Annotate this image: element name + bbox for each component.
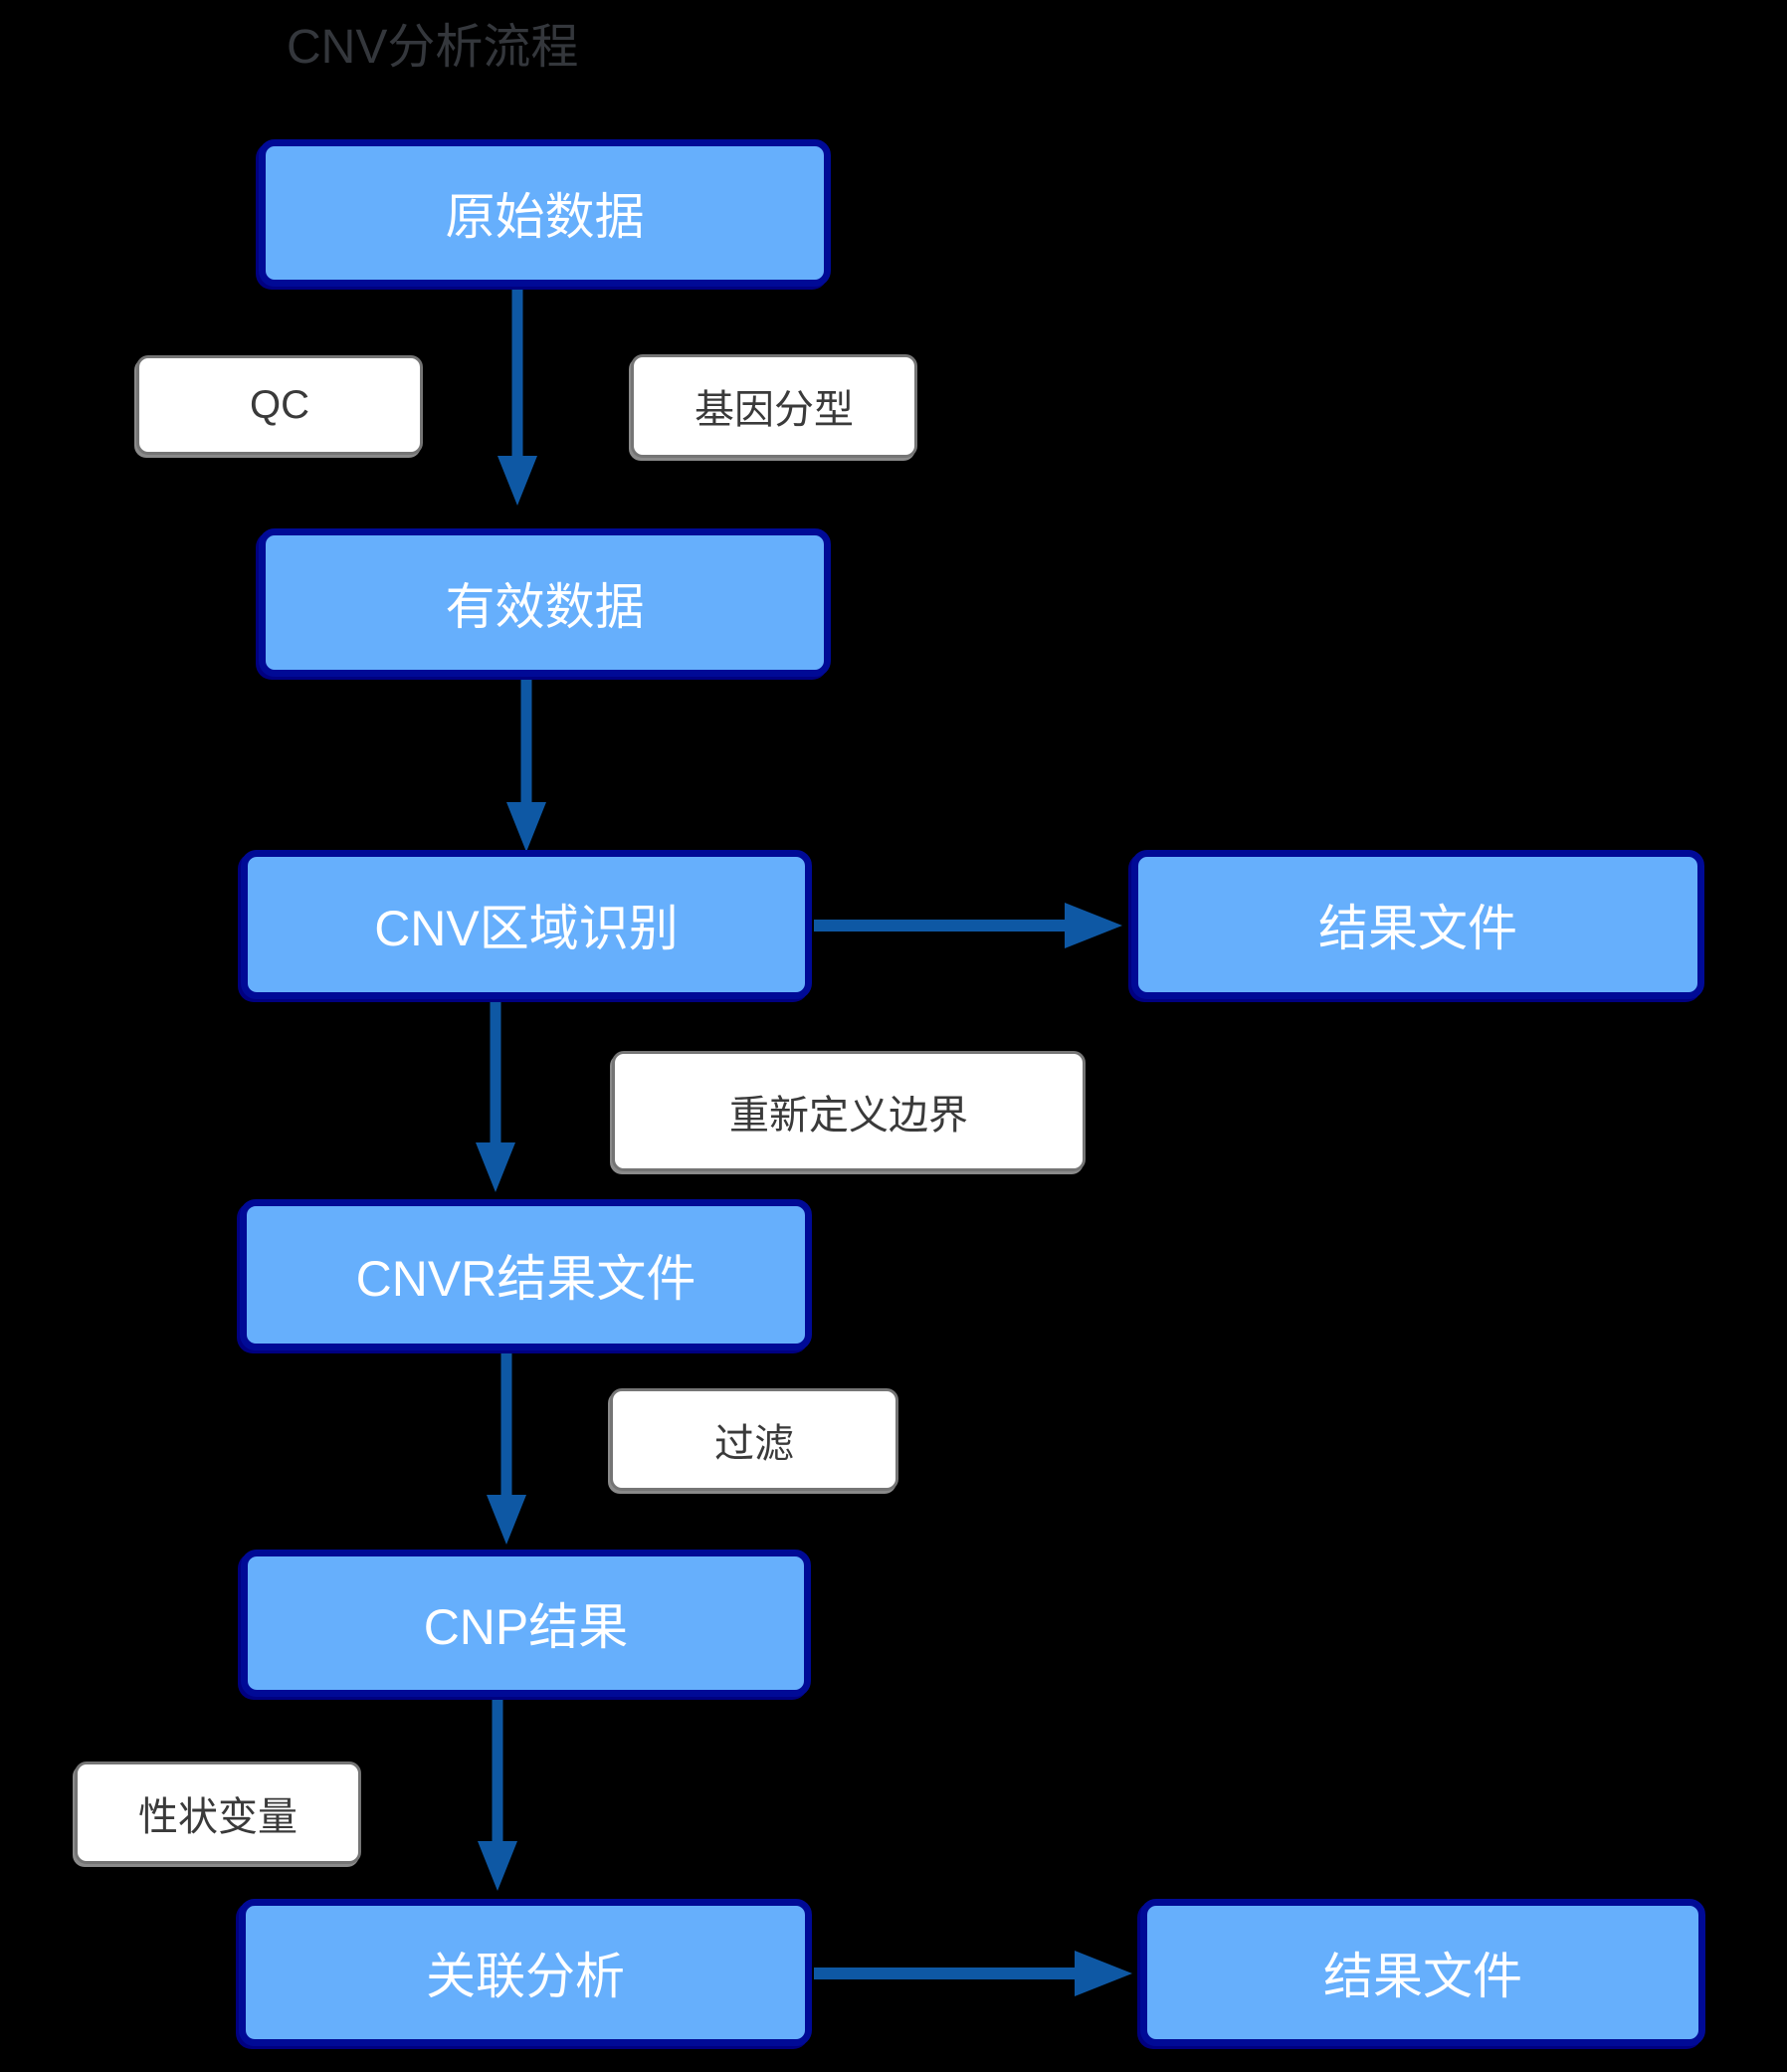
node-valid-data-label: 有效数据 [445, 578, 645, 635]
edge-label-qc-text: QC [250, 382, 309, 427]
arrow-association-to-result [814, 1951, 1132, 1996]
edge-label-trait-variable-text: 性状变量 [138, 1794, 298, 1839]
node-association-label: 关联分析 [426, 1949, 625, 2004]
arrow-cnv-to-result [814, 903, 1122, 948]
arrow-cnv-to-cnvr [476, 1000, 515, 1192]
node-result-file-top: 结果文件 [1131, 850, 1704, 999]
edge-label-genotyping: 基因分型 [631, 354, 917, 458]
node-result-file-bottom: 结果文件 [1140, 1899, 1705, 2046]
arrow-cnvr-to-cnp [487, 1351, 526, 1545]
diagram-title: CNV分析流程 [287, 21, 579, 74]
node-result-file-top-label: 结果文件 [1318, 901, 1517, 956]
edge-label-qc: QC [136, 355, 423, 455]
edge-label-redefine-boundary: 重新定义边界 [612, 1051, 1086, 1171]
node-raw-data-label: 原始数据 [445, 189, 645, 245]
arrow-valid-to-cnv [506, 679, 546, 852]
arrow-raw-to-valid [497, 290, 537, 506]
node-raw-data: 原始数据 [259, 139, 831, 287]
node-cnv-region-identification: CNV区域识别 [241, 850, 812, 999]
node-cnvr-result-file: CNVR结果文件 [240, 1199, 812, 1350]
edge-label-genotyping-text: 基因分型 [695, 388, 854, 432]
node-cnvr-result-label: CNVR结果文件 [355, 1251, 696, 1307]
edge-label-redefine-boundary-text: 重新定义边界 [729, 1093, 968, 1138]
node-cnv-region-label: CNV区域识别 [374, 901, 679, 956]
edge-label-filter: 过滤 [610, 1388, 898, 1491]
edge-label-trait-variable: 性状变量 [75, 1761, 361, 1864]
node-valid-data: 有效数据 [259, 528, 831, 677]
node-cnp-result-label: CNP结果 [423, 1599, 629, 1655]
node-result-file-bottom-label: 结果文件 [1323, 1949, 1522, 2004]
arrow-cnp-to-association [478, 1700, 517, 1891]
node-association-analysis: 关联分析 [239, 1899, 812, 2046]
node-cnp-result: CNP结果 [241, 1550, 811, 1697]
edge-label-filter-text: 过滤 [714, 1421, 794, 1466]
